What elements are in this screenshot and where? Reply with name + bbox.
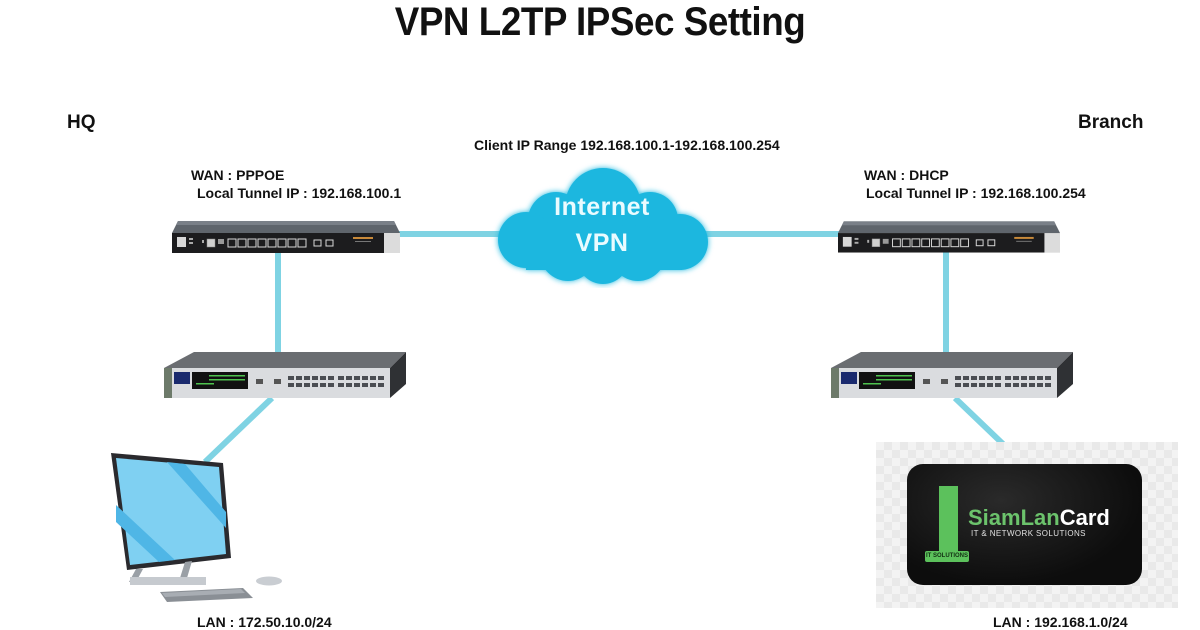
link-hq-switch-pc	[202, 395, 275, 465]
desktop-computer-icon	[111, 453, 282, 602]
branch-wan-label: WAN : DHCP	[864, 167, 949, 183]
cloud-label-internet: Internet	[554, 193, 650, 221]
logo-brand-name: SiamLanCard	[968, 505, 1110, 531]
hq-site-label: HQ	[67, 112, 96, 133]
hq-tunnel-ip-label: Local Tunnel IP : 192.168.100.1	[197, 185, 402, 201]
branch-switch-icon	[831, 352, 1073, 398]
hq-router-icon	[172, 221, 400, 253]
logo-badge: IT SOLUTIONS	[925, 551, 969, 562]
page-title: VPN L2TP IPSec Setting	[394, 0, 806, 44]
logo-brand-part2: Card	[1059, 505, 1110, 530]
branch-router-icon	[838, 221, 1060, 253]
branch-tunnel-ip-label: Local Tunnel IP : 192.168.100.254	[866, 185, 1086, 201]
logo-brand-part1: SiamLan	[968, 505, 1060, 530]
client-ip-range-label: Client IP Range 192.168.100.1-192.168.10…	[474, 137, 780, 153]
logo-tagline: IT & NETWORK SOLUTIONS	[971, 529, 1086, 538]
cloud-icon	[498, 168, 708, 284]
company-logo-card: IT SOLUTIONS SiamLanCard IT & NETWORK SO…	[907, 464, 1142, 585]
logo-accent-bar	[939, 486, 958, 558]
hq-lan-label: LAN : 172.50.10.0/24	[197, 614, 332, 630]
branch-site-label: Branch	[1078, 112, 1144, 133]
hq-wan-label: WAN : PPPOE	[191, 167, 285, 183]
hq-switch-icon	[164, 352, 406, 398]
cloud-label-vpn: VPN	[575, 229, 629, 257]
link-branch-switch-logo	[952, 395, 1006, 447]
branch-lan-label: LAN : 192.168.1.0/24	[993, 614, 1128, 630]
